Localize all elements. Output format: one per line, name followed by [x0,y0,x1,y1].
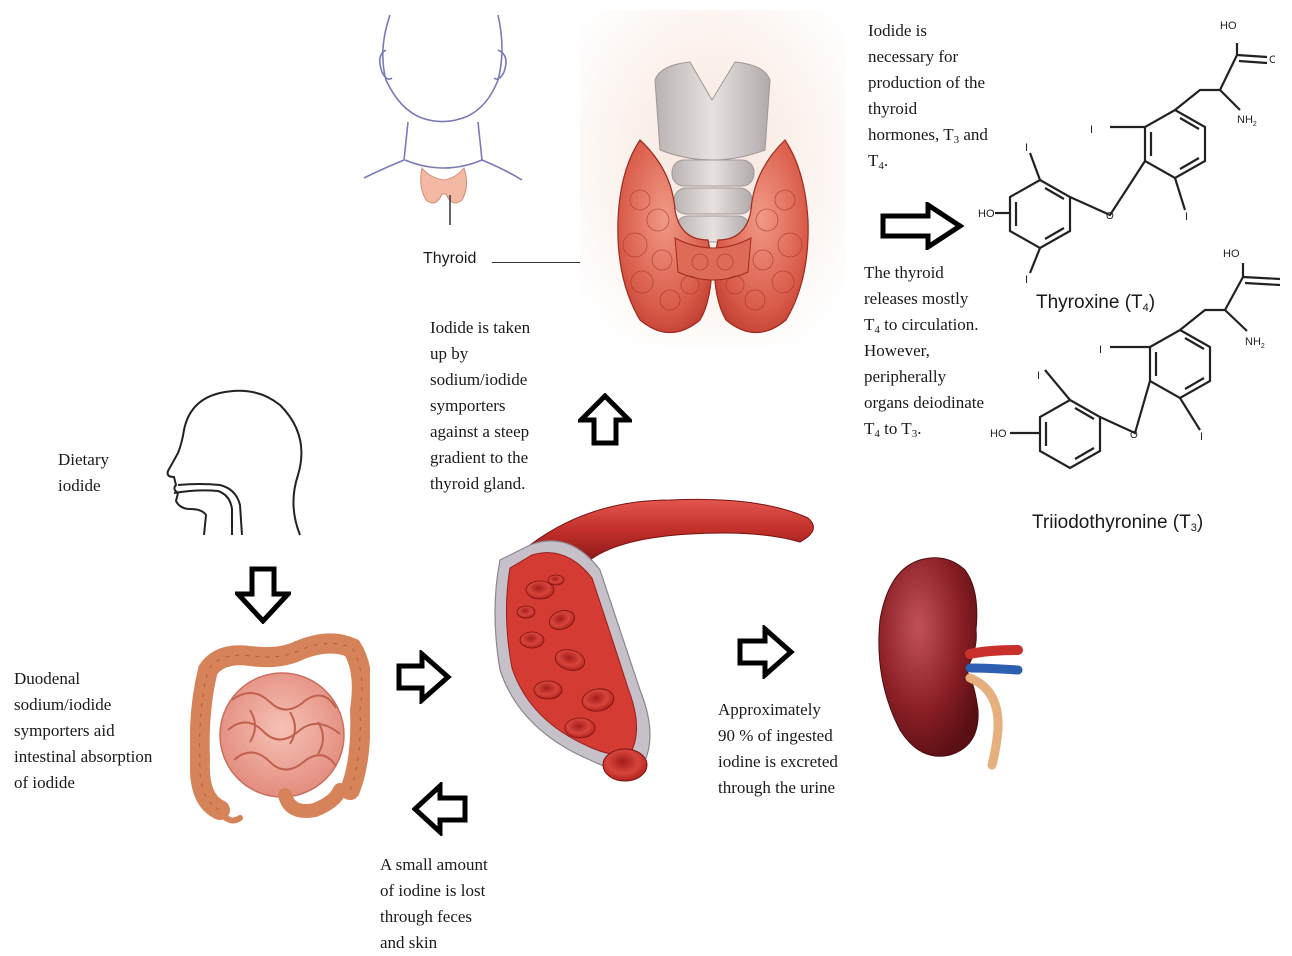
svg-text:O: O [1130,430,1138,441]
svg-text:NH2: NH2 [1237,114,1257,128]
thyroid-gland-icon [580,10,845,345]
arrow-up-icon [578,393,632,447]
svg-text:HO: HO [978,208,995,220]
triiodothyronine-structure: HO NH2 I I I HO O [985,245,1285,475]
lost-text: A small amount of iodine is lost through… [380,852,530,956]
svg-text:I: I [1200,431,1203,443]
thyroid-label: Thyroid [423,250,476,268]
triiodothyronine-label: Triiodothyronine (T3) [1032,512,1203,534]
arrow-right-icon [396,650,452,704]
arrow-down-icon [235,566,291,624]
dietary-text: Dietary iodide [58,447,109,499]
duodenal-text: Duodenal sodium/iodide symporters aid in… [14,666,184,796]
svg-text:HO: HO [1223,248,1240,260]
kidney-icon [870,550,1030,775]
uptake-text: Iodide is taken up by sodium/iodide symp… [430,315,570,497]
svg-text:I: I [1037,370,1040,382]
arrow-left-icon [412,782,468,836]
svg-text:O: O [1106,211,1114,222]
svg-text:I: I [1025,142,1028,154]
svg-text:NH2: NH2 [1245,336,1265,350]
svg-text:HO: HO [1220,20,1237,32]
excreted-text: Approximately 90 % of ingested iodine is… [718,697,878,801]
svg-text:O: O [1269,54,1275,66]
svg-text:I: I [1099,344,1102,356]
head-outline-icon [160,385,310,540]
svg-text:I: I [1090,124,1093,136]
arrow-right-icon [880,202,964,250]
intestine-icon [190,630,370,830]
svg-text:I: I [1185,211,1188,223]
svg-text:HO: HO [990,428,1007,440]
small-thyroid-icon [421,168,467,203]
arrow-right-icon [737,625,795,679]
neck-outline-icon [360,10,530,225]
